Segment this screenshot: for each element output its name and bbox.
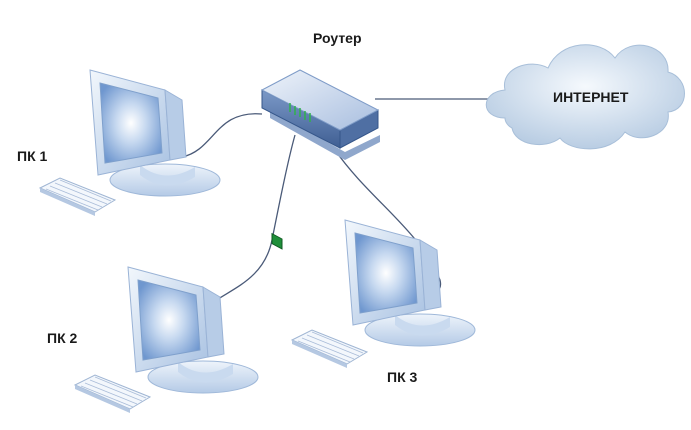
pc3-label: ПК 3 (387, 369, 418, 385)
pc2-label: ПК 2 (47, 330, 78, 346)
cable-pc1-router (181, 113, 263, 158)
router-icon (260, 69, 380, 250)
cloud-icon (485, 44, 685, 150)
keyboard-icon (74, 374, 151, 414)
computer-icon (344, 219, 476, 347)
keyboard-icon (39, 177, 116, 217)
router-label: Роутер (313, 30, 362, 46)
internet-label: ИНТЕРНЕТ (553, 89, 629, 105)
keyboard-icon (291, 329, 368, 369)
pc1-label: ПК 1 (17, 148, 48, 164)
computer-icon (89, 69, 221, 197)
